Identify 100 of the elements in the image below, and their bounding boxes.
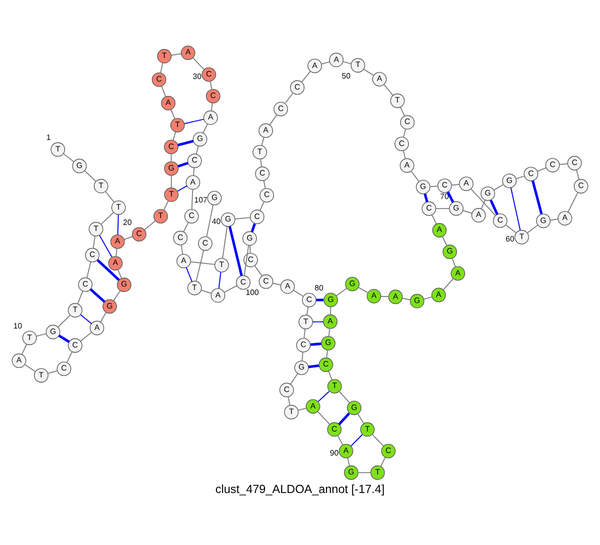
node-circle: A <box>471 208 486 222</box>
connector <box>342 60 352 64</box>
node-circle: A <box>306 398 320 414</box>
diagram-title: clust_479_ALDOA_annot [-17.4] <box>215 482 385 496</box>
connector <box>423 296 432 300</box>
node-circle: T <box>157 48 172 63</box>
connector <box>462 210 472 214</box>
node-circle: C <box>202 66 216 82</box>
connector <box>244 244 250 276</box>
connector <box>430 185 438 187</box>
node-circle: C <box>302 292 316 307</box>
connector <box>172 130 176 140</box>
node-label: 90 <box>330 448 339 457</box>
node-circle: T <box>111 200 126 214</box>
node-circle: C <box>400 114 415 130</box>
node-circle: C <box>524 166 538 181</box>
node-circle: T <box>252 144 268 159</box>
connector <box>170 52 182 56</box>
node-circle: A <box>459 176 474 190</box>
connector <box>144 220 156 230</box>
node-circle: G <box>294 360 309 375</box>
connector <box>170 174 172 188</box>
connector <box>363 68 374 76</box>
node-circle: A <box>388 289 403 304</box>
node-circle: C <box>260 188 274 202</box>
connector <box>326 349 328 358</box>
node-circle: C <box>381 443 396 458</box>
node-circle: A <box>12 353 26 368</box>
node-circle: G <box>207 190 222 205</box>
node-circle: G <box>164 160 179 176</box>
connector <box>328 328 330 336</box>
connector <box>306 306 309 316</box>
connector <box>436 208 450 209</box>
connector <box>196 145 199 154</box>
node-circle: T <box>370 464 385 480</box>
connector <box>184 118 204 124</box>
connector <box>493 184 504 190</box>
node-circle: T <box>170 117 185 132</box>
connector <box>321 60 330 64</box>
connector <box>290 372 298 384</box>
connector <box>272 282 282 285</box>
connector <box>568 191 578 212</box>
connector <box>318 390 330 402</box>
node-circle: G <box>321 335 336 350</box>
node-label: 60 <box>506 234 514 243</box>
node-circle: C <box>173 230 188 245</box>
node-circle: G <box>442 244 457 259</box>
connector <box>90 288 106 302</box>
connector <box>339 390 350 403</box>
node-circle: G <box>220 212 236 226</box>
connector <box>550 218 558 220</box>
connector <box>24 364 36 372</box>
connector <box>210 80 212 90</box>
node-circle: T <box>94 178 108 193</box>
connector <box>163 200 169 210</box>
node-circle: T <box>360 422 375 436</box>
connector <box>336 287 347 296</box>
node-circle: A <box>558 210 572 226</box>
connector <box>250 222 256 232</box>
connector <box>328 370 332 380</box>
connector <box>558 162 568 165</box>
node-circle: C <box>243 252 258 267</box>
connector <box>186 266 192 282</box>
connector <box>527 224 538 233</box>
node-circle: C <box>274 101 288 116</box>
connector <box>293 289 304 296</box>
node-circle: A <box>210 288 226 302</box>
node-circle: A <box>432 222 447 237</box>
connector <box>200 289 212 294</box>
node-circle: C <box>152 72 166 86</box>
connector <box>177 184 188 192</box>
node-circle: G <box>449 200 464 216</box>
connector <box>161 85 166 97</box>
node-circle: G <box>72 158 87 173</box>
connector <box>218 271 222 288</box>
connector <box>66 350 73 362</box>
node-circle: C <box>78 276 93 292</box>
node-circle: C <box>422 200 436 216</box>
connector <box>178 139 194 146</box>
node-circle: C <box>250 209 264 224</box>
node-circle: C <box>327 422 342 436</box>
connector <box>372 433 384 446</box>
node-circle: T <box>284 404 299 419</box>
node-circle: C <box>279 382 294 397</box>
connector <box>210 102 213 111</box>
node-circle: C <box>236 274 250 290</box>
node-label: 50 <box>342 71 350 80</box>
node-circle: A <box>308 58 322 73</box>
connector <box>302 351 304 361</box>
node-circle: G <box>345 276 360 291</box>
connector <box>403 128 406 138</box>
connector <box>490 199 498 214</box>
node-circle: T <box>68 302 82 317</box>
connector <box>310 342 322 346</box>
connector <box>260 158 262 167</box>
connector <box>288 396 290 406</box>
node-label: 1 <box>46 132 51 142</box>
node-circle: C <box>68 338 82 352</box>
connector <box>410 170 420 182</box>
connector <box>532 180 543 214</box>
